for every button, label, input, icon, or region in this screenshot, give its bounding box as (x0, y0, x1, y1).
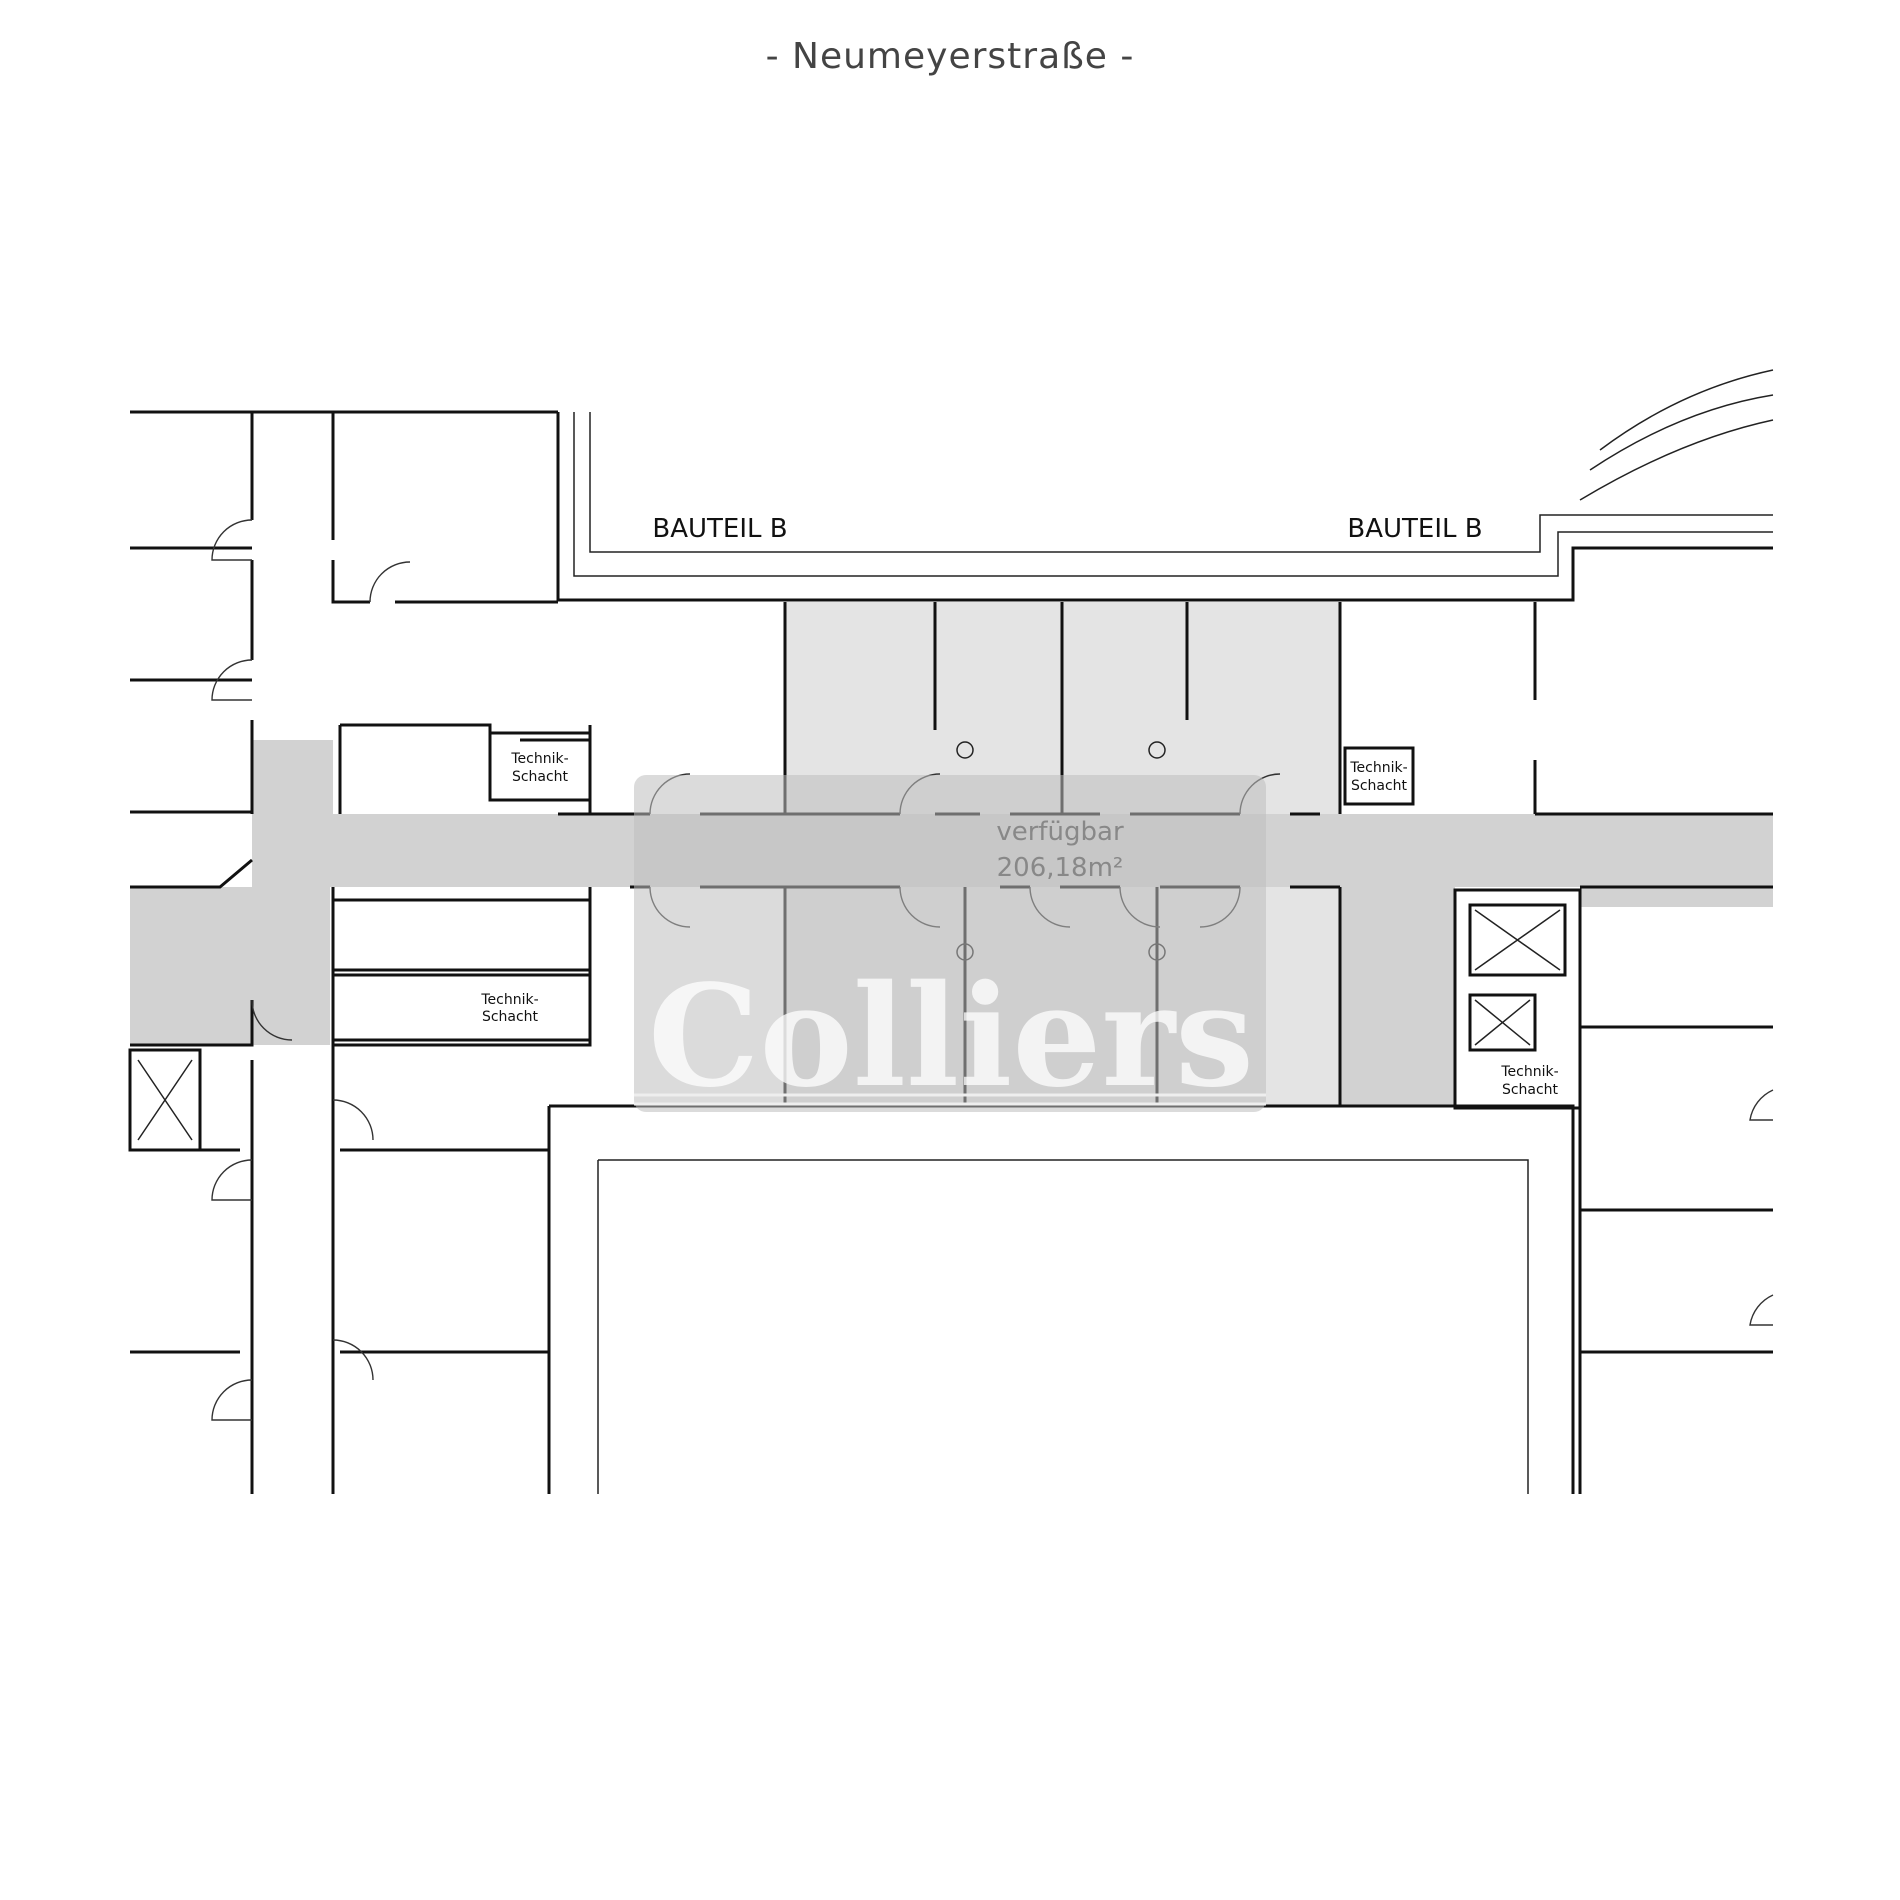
watermark-logo: Colliers (648, 955, 1254, 1119)
walls-right (1453, 812, 1773, 1494)
technik-schacht-label: Technik- (510, 751, 568, 767)
technik-schacht-label: Technik- (1500, 1064, 1558, 1080)
availability-overlay (634, 775, 1266, 1112)
bauteil-label-right: BAUTEIL B (1347, 514, 1482, 544)
availability-area: 206,18m² (997, 853, 1124, 883)
lobby-right (1340, 887, 1455, 1105)
technik-schacht-label: Schacht (512, 769, 569, 785)
corridor-right-wc (1580, 887, 1773, 907)
bauteil-label-left: BAUTEIL B (652, 514, 787, 544)
availability-status: verfügbar (996, 817, 1124, 847)
technik-schacht-box (1343, 746, 1415, 806)
technik-schacht-box (488, 731, 592, 802)
technik-schacht-label: Schacht (482, 1009, 539, 1025)
overlay-stripes (634, 1093, 1266, 1106)
street-name-title: - Neumeyerstraße - (765, 36, 1135, 77)
technik-schacht-label: Technik- (1349, 760, 1407, 776)
technik-schacht-label: Schacht (1351, 778, 1408, 794)
corridor-left-upper (252, 740, 333, 814)
technik-schacht-label: Technik- (480, 992, 538, 1008)
technik-schacht-label: Schacht (1502, 1082, 1559, 1098)
top-terrace (556, 369, 1774, 602)
technik-schacht-box (331, 973, 592, 1042)
corridor-left (130, 887, 330, 1045)
